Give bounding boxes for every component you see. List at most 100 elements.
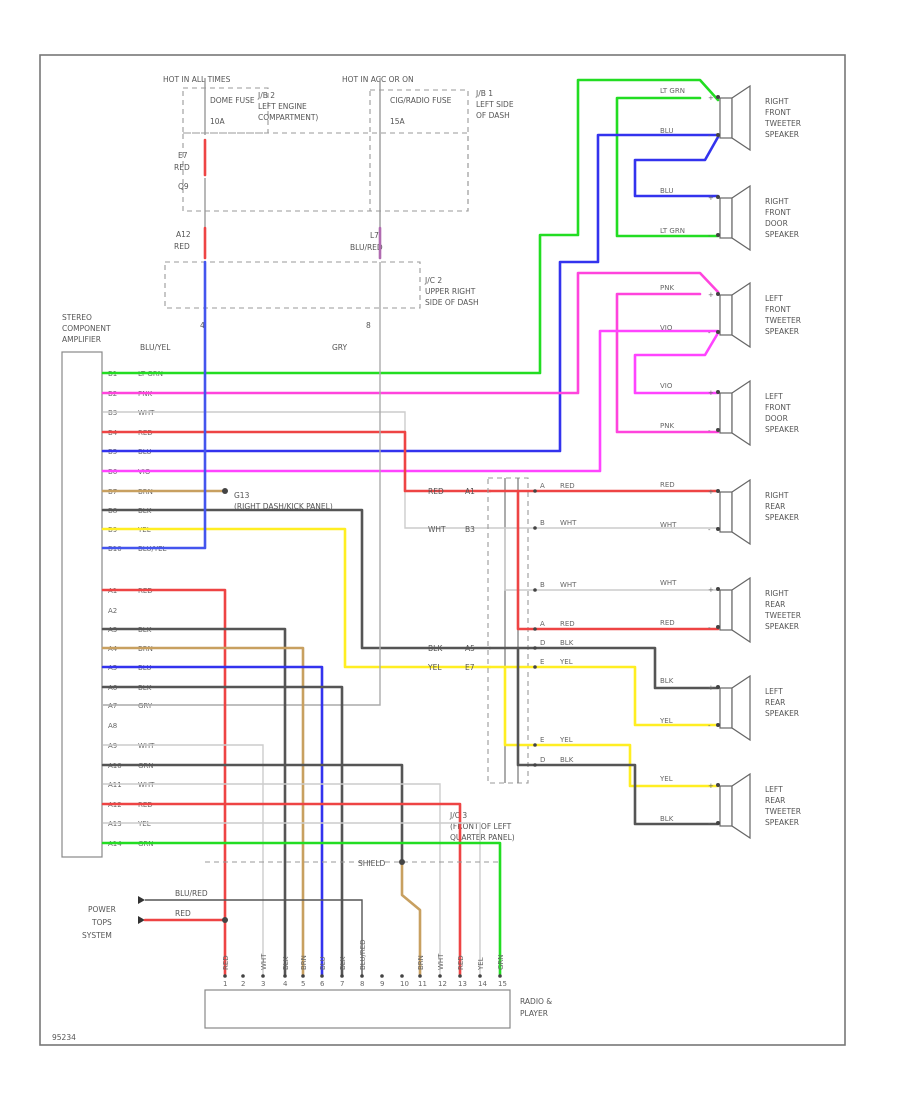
- radio-player: RADIO & PLAYER: [204, 989, 552, 1029]
- radio-pin: 6: [320, 980, 325, 988]
- speaker-name: TWEETER: [764, 119, 801, 128]
- speaker-name: TWEETER: [764, 807, 801, 816]
- wire-a6-blk: [101, 685, 344, 977]
- radio-pin-wire: GRN: [497, 954, 505, 970]
- speaker-name: SPEAKER: [765, 230, 799, 239]
- power-arrow2: [138, 916, 145, 924]
- radio-terminal: [438, 974, 442, 978]
- speaker-wire-top: WHT: [660, 579, 677, 587]
- radio-terminal: [340, 974, 344, 978]
- speaker-wire-bot: YEL: [659, 717, 673, 725]
- radio-pin: 15: [498, 980, 507, 988]
- radio-pin: 7: [340, 980, 344, 988]
- jc3-terminal: [533, 665, 537, 669]
- speaker-wire-top: PNK: [660, 284, 674, 292]
- speaker-name: FRONT: [765, 208, 791, 217]
- jc3-right-wire: YEL: [559, 658, 573, 666]
- wire-ltgrn-door: [615, 96, 720, 238]
- radio-pin-wire: BLU/RED: [359, 939, 367, 970]
- amp-pin: A9: [108, 742, 117, 750]
- power-arrow1: [138, 896, 145, 904]
- wire-a5-blu: [101, 665, 324, 977]
- fuse-right-label: CIG/RADIO FUSE: [390, 96, 452, 105]
- wire-a9-wht: [103, 744, 264, 975]
- radio-pin: 9: [380, 980, 384, 988]
- speaker-name: TWEETER: [764, 316, 801, 325]
- amp-pin-wire: WHT: [138, 781, 155, 789]
- speaker-name: RIGHT: [765, 589, 789, 598]
- amp-right-wire: GRY: [332, 343, 348, 352]
- jc2-desc2: SIDE OF DASH: [425, 298, 479, 307]
- jc3-l1-wire: WHT: [428, 525, 446, 534]
- speaker-name: REAR: [765, 600, 785, 609]
- amp-left-wire: BLU/YEL: [140, 343, 171, 352]
- jc3-right-wire: WHT: [560, 581, 577, 589]
- jc3-right-pin: E: [540, 736, 544, 744]
- jc3-right-wire: BLK: [560, 639, 574, 647]
- radio-pin-wire: BRN: [417, 955, 425, 970]
- wire-power-blured: [145, 899, 363, 975]
- radio-terminal: [283, 974, 287, 978]
- speaker-wire-bot: WHT: [660, 521, 677, 529]
- speaker-name: SPEAKER: [765, 818, 799, 827]
- speaker-wire-bot: BLU: [660, 127, 673, 135]
- speaker-minus: -: [708, 820, 711, 828]
- ground-g13-node: [222, 488, 228, 494]
- speaker-name: FRONT: [765, 403, 791, 412]
- speaker-wire-bot: VIO: [660, 324, 673, 332]
- speaker-wire-bot: BLK: [660, 815, 674, 823]
- wire-b10-bluyel: [101, 260, 207, 550]
- amp-pin-wire: WHT: [138, 742, 155, 750]
- radio-pin-wire: RED: [457, 955, 465, 970]
- amp-title3: AMPLIFIER: [62, 335, 101, 344]
- jc3-l2-pin: A5: [465, 644, 475, 653]
- wire-lrt-yel: [503, 665, 720, 788]
- power-wire1: BLU/RED: [175, 889, 208, 898]
- fuse-right-header: HOT IN ACC OR ON: [342, 75, 414, 84]
- jc3-desc2: QUARTER PANEL): [450, 833, 515, 842]
- amp-pin: A13: [108, 820, 122, 828]
- speaker-plus: +: [708, 488, 714, 496]
- jc3-right-pin: A: [540, 620, 545, 628]
- radio-terminal: [380, 974, 384, 978]
- amp-pin: A2: [108, 607, 117, 615]
- jc3-right-pin: B: [540, 519, 545, 527]
- jc2-junction: J/C 2 UPPER RIGHT SIDE OF DASH 4 8: [164, 261, 479, 330]
- speaker-wire-top: BLK: [660, 677, 674, 685]
- wire-blu-door: [633, 135, 720, 198]
- amp-pin: A11: [108, 781, 122, 789]
- radio-pin: 1: [223, 980, 227, 988]
- radio-title2: PLAYER: [520, 1009, 548, 1018]
- jc2-desc1: UPPER RIGHT: [425, 287, 476, 296]
- jc3-l1-pin: B3: [465, 525, 475, 534]
- speaker-name: LEFT: [765, 785, 783, 794]
- wire-b6-vio: [101, 329, 720, 473]
- amp-pin: B3: [108, 409, 117, 417]
- speaker-name: LEFT: [765, 294, 783, 303]
- speaker-plus: +: [708, 684, 714, 692]
- speaker-minus: -: [708, 232, 711, 240]
- speaker-plus: +: [708, 389, 714, 397]
- jc3-terminal: [533, 489, 537, 493]
- wire-lrt-blk: [516, 646, 720, 826]
- fuse-left-wire: RED: [174, 163, 190, 172]
- speaker-wire-top: LT GRN: [660, 87, 685, 95]
- radio-terminal: [458, 974, 462, 978]
- ground-g13-label: G13: [234, 491, 250, 500]
- speaker-name: TWEETER: [764, 611, 801, 620]
- jc3-terminal: [533, 646, 537, 650]
- wire-lr-blk: [488, 646, 720, 690]
- jc3-terminal: [533, 743, 537, 747]
- jc3-right-pin: B: [540, 581, 545, 589]
- speaker-plus: +: [708, 291, 714, 299]
- jc3-right-pin: A: [540, 482, 545, 490]
- wire-a1-red: [101, 588, 227, 977]
- speaker-name: LEFT: [765, 687, 783, 696]
- fuse-left-conn: E7: [178, 151, 188, 160]
- speaker-name: SPEAKER: [765, 513, 799, 522]
